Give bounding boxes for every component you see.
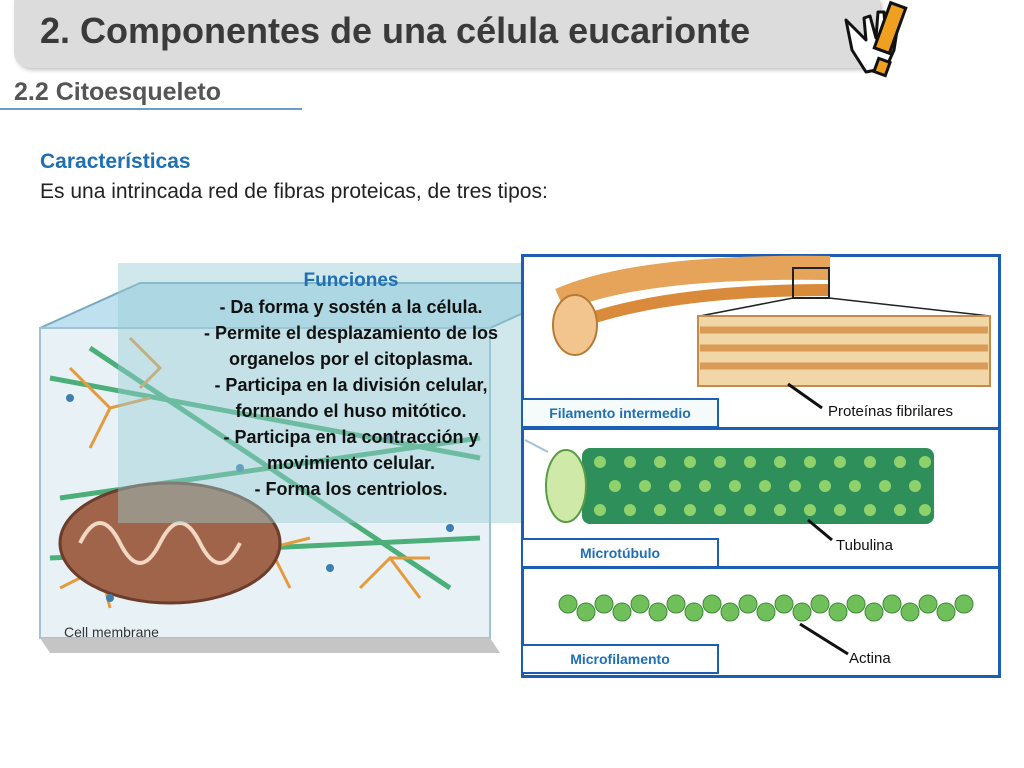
title-bar (14, 0, 880, 68)
panel-divider (521, 566, 998, 569)
panel-divider (521, 427, 998, 430)
tab-microtubulo: Microtúbulo (521, 538, 719, 568)
characteristics-heading: Características (40, 150, 191, 173)
funciones-item: - Participa en la contracción y (223, 427, 479, 447)
cell-membrane-label: Cell membrane (64, 624, 159, 640)
proteinas-fibrilares-label: Proteínas fibrilares (828, 403, 954, 420)
funciones-item: formando el huso mitótico. (235, 401, 467, 421)
funciones-item: movimiento celular. (266, 453, 436, 473)
pointing-hand-icon (844, 0, 908, 78)
tab-filamento-intermedio: Filamento intermedio (521, 398, 719, 428)
funciones-box (118, 263, 584, 523)
microtubule-figure (524, 439, 934, 542)
page-title: 2. Componentes de una célula eucarionte (40, 10, 751, 51)
funciones-heading: Funciones (303, 270, 399, 291)
funciones-item: - Participa en la división celular, (214, 375, 488, 395)
section-subtitle: 2.2 Citoesqueleto (14, 78, 221, 106)
microfilament-figure (558, 594, 974, 622)
subtitle-underline (0, 108, 302, 110)
cytoskeleton-cell-illustration (39, 282, 590, 653)
funciones-item: organelos por el citoplasma. (228, 349, 474, 369)
funciones-list: Funciones - Da forma y sostén a la célul… (118, 268, 584, 502)
funciones-item: - Permite el desplazamiento de los (203, 323, 499, 343)
intermediate-filament-figure (552, 255, 991, 410)
characteristics-description: Es una intrincada red de fibras proteica… (40, 180, 548, 203)
funciones-item: - Da forma y sostén a la célula. (219, 297, 483, 317)
tubulina-label: Tubulina (836, 537, 893, 554)
tab-microfilamento: Microfilamento (521, 644, 719, 674)
actina-label: Actina (849, 650, 891, 667)
funciones-item: - Forma los centriolos. (254, 479, 448, 499)
